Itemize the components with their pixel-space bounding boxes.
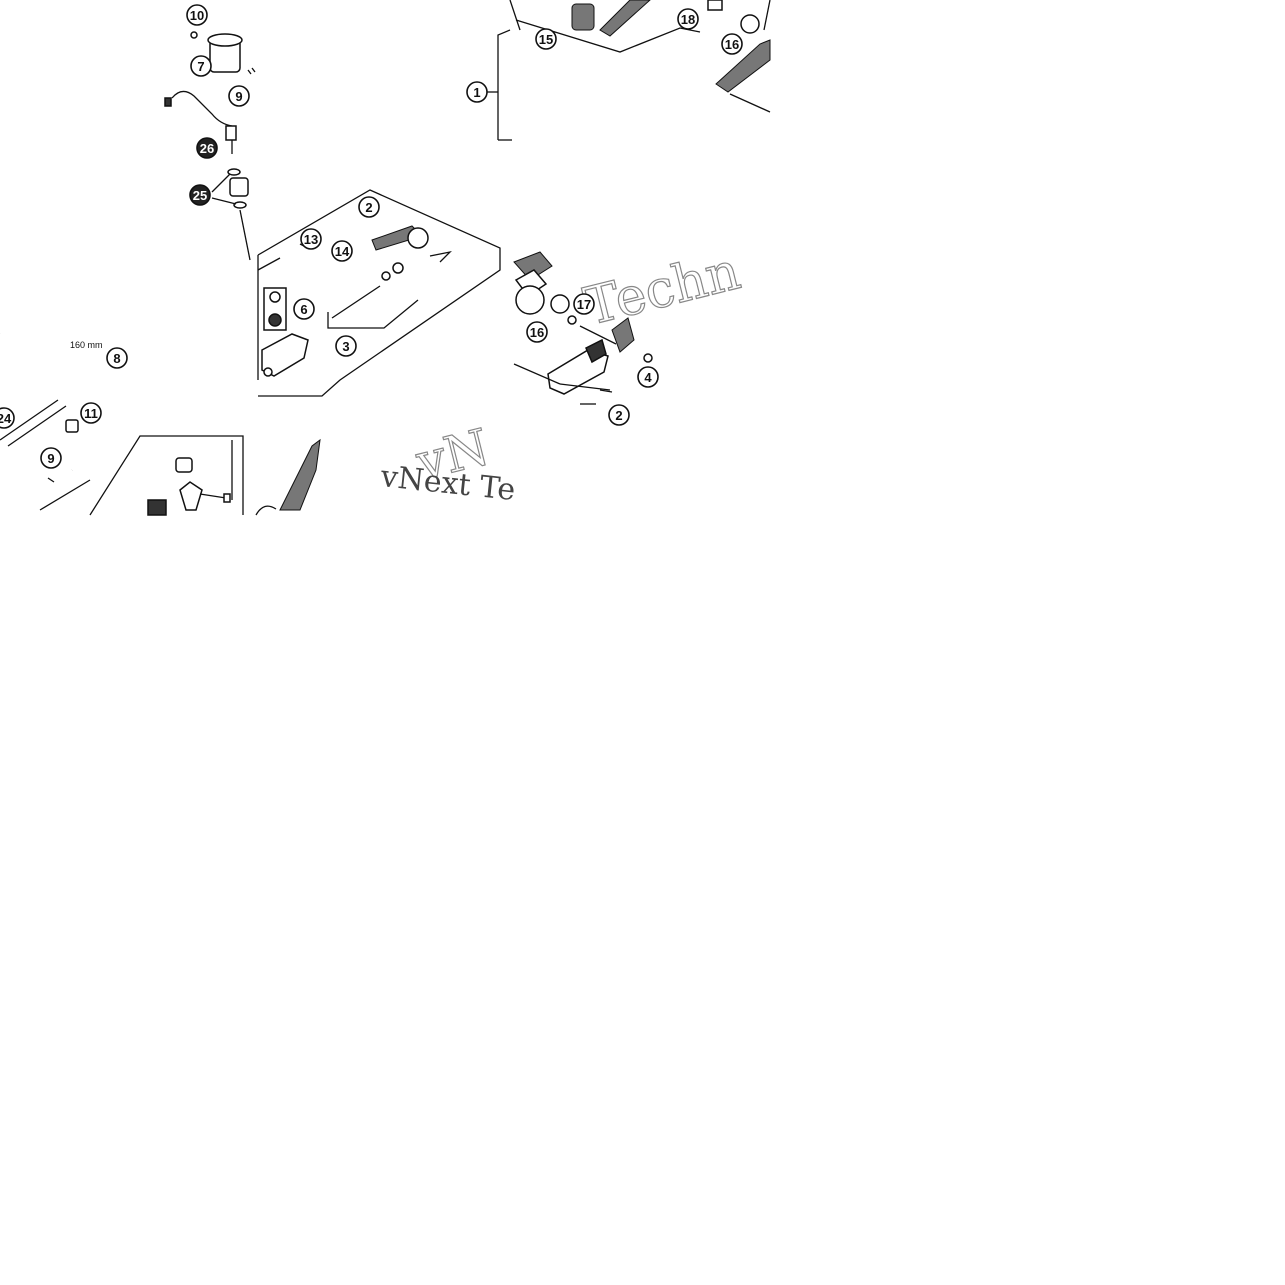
callout-8: 8 xyxy=(106,347,128,369)
callout-1: 1 xyxy=(466,81,488,103)
callout-3: 3 xyxy=(335,335,357,357)
callout-label: 16 xyxy=(725,37,739,52)
callout-16: 16 xyxy=(721,33,743,55)
callout-label: 26 xyxy=(200,141,214,156)
callout-label: 18 xyxy=(681,12,695,27)
callout-25: 25 xyxy=(189,184,211,206)
reservoir-assembly xyxy=(164,31,256,261)
watermark-vnext: vNext Te xyxy=(378,459,517,508)
callout-label: 16 xyxy=(530,325,544,340)
callout-10: 10 xyxy=(186,4,208,26)
callout-label: 8 xyxy=(113,351,120,366)
master-cylinder-right xyxy=(513,251,653,405)
callout-16: 16 xyxy=(526,321,548,343)
callout-label: 17 xyxy=(577,297,591,312)
callout-label: 25 xyxy=(193,188,207,203)
callout-label: 9 xyxy=(47,451,54,466)
callout-label: 6 xyxy=(300,302,307,317)
callout-17: 17 xyxy=(573,293,595,315)
hose-assembly xyxy=(0,332,321,516)
callout-label: 3 xyxy=(342,339,349,354)
callout-7: 7 xyxy=(190,55,212,77)
callout-11: 11 xyxy=(80,402,102,424)
callout-label: 10 xyxy=(190,8,204,23)
callout-layer: 10 7 9 26 25 2 13 14 6 3 8 24 11 9 1 15 18 16 17 16 4 2 xyxy=(0,4,743,469)
callout-6: 6 xyxy=(293,298,315,320)
callout-2: 2 xyxy=(608,404,630,426)
callout-label: 2 xyxy=(365,200,372,215)
callout-9: 9 xyxy=(40,447,62,469)
callout-label: 14 xyxy=(335,244,350,259)
callout-label: 1 xyxy=(473,85,480,100)
callout-26: 26 xyxy=(196,137,218,159)
dimension-label: 160 mm xyxy=(70,340,103,350)
master-cylinder-box xyxy=(257,189,501,397)
callout-4: 4 xyxy=(637,366,659,388)
callout-24: 24 xyxy=(0,407,15,429)
callout-label: 9 xyxy=(235,89,242,104)
callout-label: 24 xyxy=(0,411,12,426)
callout-13: 13 xyxy=(300,228,322,250)
watermark-techn: Techn xyxy=(579,241,746,337)
callout-label: 4 xyxy=(644,370,652,385)
callout-label: 13 xyxy=(304,232,318,247)
callout-label: 11 xyxy=(84,406,98,421)
callout-label: 7 xyxy=(197,59,204,74)
pedal-assembly xyxy=(486,0,771,141)
callout-label: 2 xyxy=(615,408,622,423)
callout-18: 18 xyxy=(677,8,699,30)
callout-label: 15 xyxy=(539,32,553,47)
callout-2: 2 xyxy=(358,196,380,218)
callout-14: 14 xyxy=(331,240,353,262)
callout-15: 15 xyxy=(535,28,557,50)
callout-9: 9 xyxy=(228,85,250,107)
